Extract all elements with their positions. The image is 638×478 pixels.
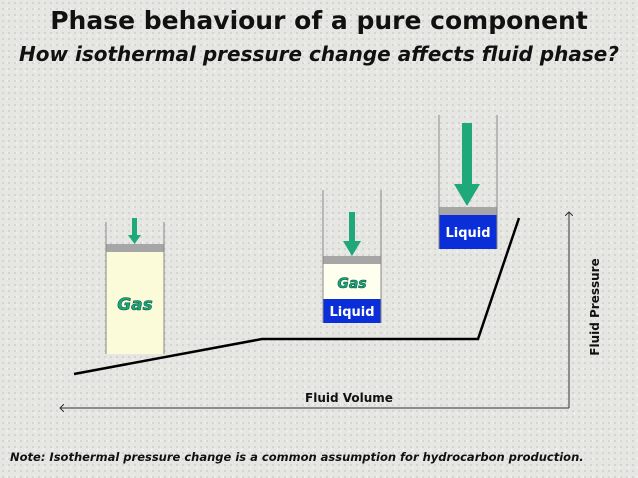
liquid-label: Liquid [445,226,490,241]
cylinder-gas: Gas [105,218,165,354]
liquid-label: Liquid [329,305,374,320]
down-arrow-icon [454,123,480,206]
down-arrow-icon [128,218,141,244]
liquid-volume [439,215,497,249]
footnote: Note: Isothermal pressure change is a co… [10,450,584,464]
y-axis-label: Fluid Pressure [588,258,602,355]
cylinder-gas-liquid: Gas Liquid [322,190,382,323]
piston [106,244,164,252]
slide-title: Phase behaviour of a pure component [50,6,588,35]
piston [439,207,497,215]
isotherm-curve [73,217,521,376]
gas-label: Gas [117,295,153,315]
cylinder-liquid: Liquid [438,115,498,249]
x-axis-label: Fluid Volume [305,391,393,405]
piston [323,256,381,264]
liquid-volume [323,299,381,323]
down-arrow-icon [343,212,361,256]
gas-volume [323,264,381,299]
gas-label: Gas [337,276,366,292]
slide-subtitle: How isothermal pressure change affects f… [19,42,619,66]
gas-volume [106,252,164,354]
